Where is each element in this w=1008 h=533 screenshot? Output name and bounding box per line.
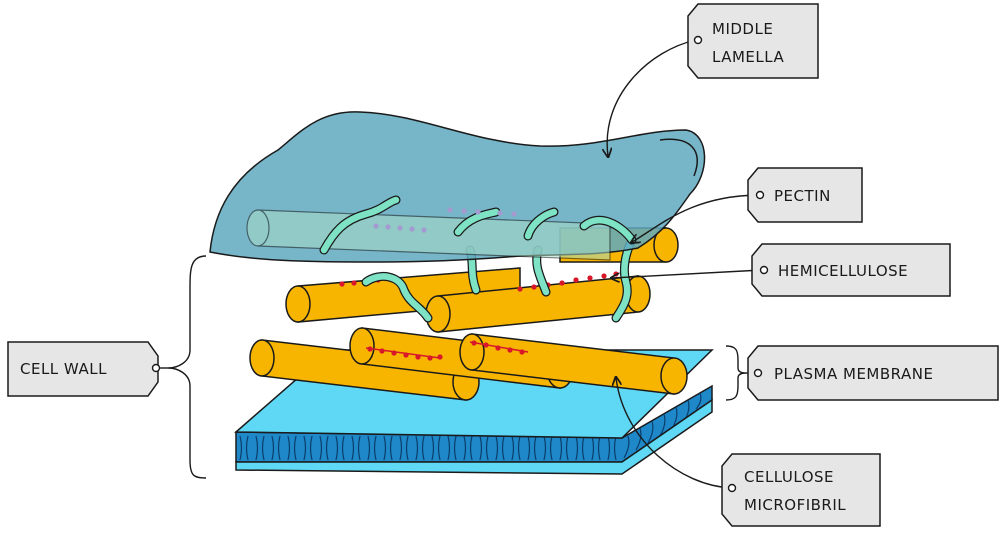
membrane-bottom-edge xyxy=(235,398,713,475)
membrane-tails xyxy=(239,392,702,461)
label-pectin: PECTIN xyxy=(747,167,863,223)
cellulose-microfibril xyxy=(459,333,688,395)
pectin-pointer xyxy=(632,194,759,242)
lower-microfibrils xyxy=(249,327,688,401)
label-cellulose-microfibril: CELLULOSE MICROFIBRIL xyxy=(721,453,881,527)
label-middle-lamella: MIDDLE LAMELLA xyxy=(687,3,819,79)
label-text: PLASMA MEMBRANE xyxy=(774,365,933,383)
label-text: MICROFIBRIL xyxy=(744,496,846,514)
label-text: CELLULOSE xyxy=(744,468,834,486)
embedded-hemicellulose xyxy=(373,207,517,233)
label-text: CELL WALL xyxy=(20,360,107,378)
label-plasma-membrane: PLASMA MEMBRANE xyxy=(747,345,999,401)
middle-lamella-pointer xyxy=(607,39,697,156)
label-cell-wall: CELL WALL xyxy=(7,341,161,397)
middle-lamella xyxy=(209,111,706,263)
plasma-membrane-bracket xyxy=(725,345,747,401)
label-hemicellulose: HEMICELLULOSE xyxy=(751,243,951,297)
label-text: LAMELLA xyxy=(712,48,784,66)
hemicellulose-pointer xyxy=(612,269,763,278)
hemicellulose-chains-lower xyxy=(365,340,529,361)
cellulose-microfibril xyxy=(425,275,651,333)
label-text: MIDDLE xyxy=(712,20,773,38)
label-text: HEMICELLULOSE xyxy=(778,262,908,280)
cell-wall-bracket xyxy=(167,255,207,479)
microfibril-pointer xyxy=(616,378,733,489)
label-text: PECTIN xyxy=(774,187,831,205)
